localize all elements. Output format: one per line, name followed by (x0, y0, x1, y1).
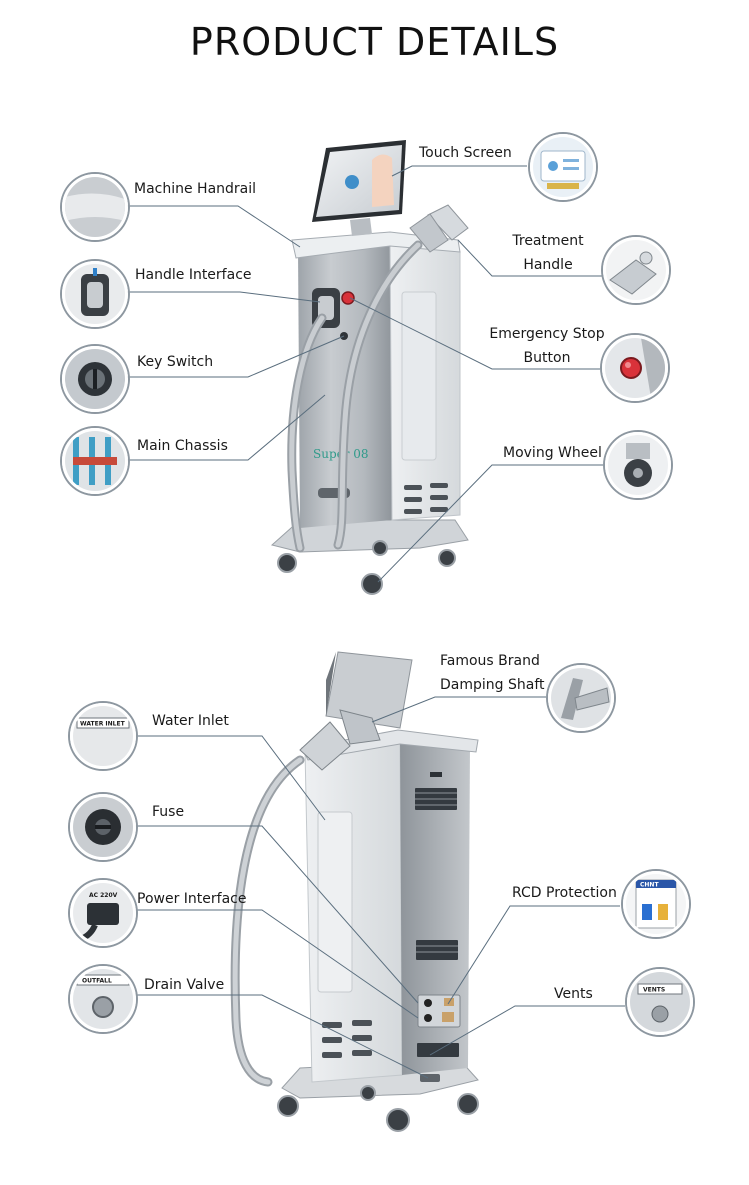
callout-touch-screen (530, 134, 596, 200)
rcd-brand-text: CHNT (640, 882, 659, 889)
label-key-switch: Key Switch (137, 354, 214, 370)
callout-vents: VENTS (627, 969, 693, 1035)
leader-lines (125, 165, 625, 1079)
label-treatment-handle-line1: Treatment (512, 233, 584, 249)
label-moving-wheel: Moving Wheel (503, 445, 602, 461)
power-callout-text: AC 220V (89, 892, 118, 899)
leader-treatment-handle (457, 239, 603, 277)
callout-power-interface: AC 220V (70, 880, 136, 946)
label-fuse: Fuse (152, 804, 185, 820)
callout-moving-wheel (605, 432, 671, 498)
label-water-inlet: Water Inlet (152, 713, 229, 729)
label-damping-shaft-line2: Damping Shaft (440, 677, 545, 693)
callout-water-inlet: WATER INLET (70, 703, 136, 769)
leader-vents (429, 1005, 625, 1056)
callout-machine-handrail (62, 174, 128, 240)
callout-drain-valve: OUTFALL (70, 966, 136, 1032)
outfall-callout-text: OUTFALL (82, 978, 112, 985)
label-damping-shaft: Famous Brand Damping Shaft (440, 649, 545, 697)
page-title: PRODUCT DETAILS (189, 20, 560, 64)
callout-treatment-handle (603, 237, 669, 303)
label-emergency-stop-line1: Emergency Stop (489, 326, 605, 342)
leader-rcd (447, 905, 620, 1005)
callout-handle-interface (62, 261, 128, 327)
label-handle-interface: Handle Interface (135, 267, 252, 283)
label-emergency-stop: Emergency Stop Button (484, 322, 610, 370)
leader-moving-wheel (377, 464, 603, 583)
leader-emergency-stop (349, 297, 600, 370)
callout-main-chassis (62, 428, 128, 494)
label-machine-handrail: Machine Handrail (134, 181, 257, 197)
label-main-chassis: Main Chassis (137, 438, 228, 454)
callout-emergency-stop (602, 335, 668, 401)
label-treatment-handle: Treatment Handle (498, 229, 598, 277)
leader-power-interface (133, 909, 419, 1019)
leader-water-inlet (133, 735, 326, 821)
label-rcd-protection: RCD Protection (512, 885, 617, 901)
leader-machine-handrail (125, 205, 301, 248)
label-emergency-stop-line2: Button (523, 350, 571, 366)
top-machine: Super 08 (270, 140, 469, 595)
callout-rcd-protection: CHNT (623, 871, 689, 937)
callout-fuse (70, 794, 136, 860)
leader-main-chassis (125, 394, 326, 461)
leader-key-switch (125, 335, 345, 378)
leader-touch-screen (391, 165, 527, 177)
label-power-interface: Power Interface (137, 891, 247, 907)
water-inlet-callout-text: WATER INLET (80, 721, 126, 728)
label-vents: Vents (554, 986, 593, 1002)
callout-damping-shaft (548, 665, 614, 731)
vents-callout-text: VENTS (643, 987, 665, 994)
bottom-machine (230, 651, 479, 1132)
leader-damping-shaft (371, 696, 546, 723)
label-damping-shaft-line1: Famous Brand (440, 653, 540, 669)
callout-key-switch (62, 346, 128, 412)
label-treatment-handle-line2: Handle (523, 257, 573, 273)
leader-drain-valve (133, 994, 429, 1079)
label-drain-valve: Drain Valve (144, 977, 225, 993)
leader-handle-interface (125, 291, 321, 303)
label-touch-screen: Touch Screen (419, 145, 512, 161)
leader-fuse (133, 825, 419, 1004)
